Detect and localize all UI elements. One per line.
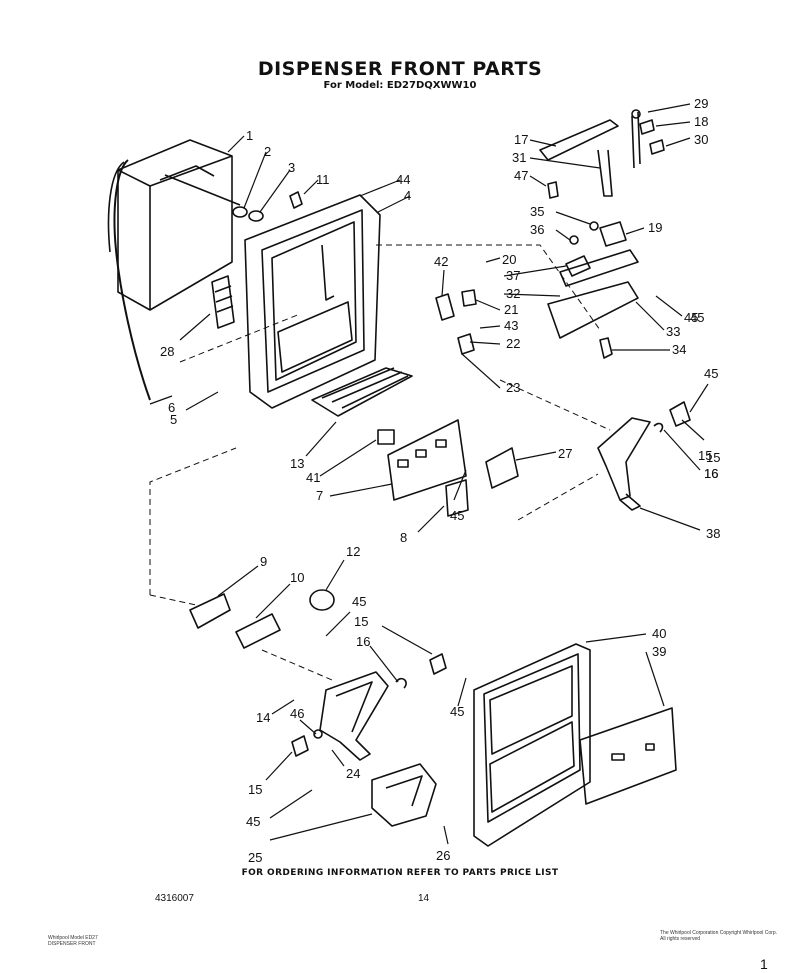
callout-5: 5 <box>170 412 177 427</box>
callout-45: 45 <box>684 310 698 325</box>
callout-4: 4 <box>404 188 411 203</box>
door-panel <box>473 643 591 847</box>
callout-34: 34 <box>672 342 686 357</box>
callout-37: 37 <box>506 268 520 283</box>
callout-21: 21 <box>504 302 518 317</box>
callout-45: 45 <box>246 814 260 829</box>
light-socket <box>309 589 335 611</box>
trim-plate <box>579 707 677 805</box>
callout-38: 38 <box>706 526 720 541</box>
callout-15: 15 <box>354 614 368 629</box>
callout-26: 26 <box>436 848 450 863</box>
callout-9: 9 <box>260 554 267 569</box>
callout-42: 42 <box>434 254 448 269</box>
callout-22: 22 <box>506 336 520 351</box>
callout-40: 40 <box>652 626 666 641</box>
callout-25: 25 <box>248 850 262 865</box>
callout-36: 36 <box>530 222 544 237</box>
callout-10: 10 <box>290 570 304 585</box>
light-lens <box>189 593 231 629</box>
callout-24: 24 <box>346 766 360 781</box>
fine-print-right: The Whirlpool Corporation Copyright Whir… <box>660 930 777 942</box>
callout-3: 3 <box>288 160 295 175</box>
page-number: 14 <box>418 893 430 904</box>
callout-2: 2 <box>264 144 271 159</box>
chute-grille <box>211 275 235 329</box>
callout-13: 13 <box>290 456 304 471</box>
callout-28: 28 <box>160 344 174 359</box>
fine-print-left: Whirlpool Model ED27 DISPENSER FRONT <box>48 935 98 947</box>
callout-18: 18 <box>694 114 708 129</box>
callout-14: 14 <box>256 710 270 725</box>
callout-32: 32 <box>506 286 520 301</box>
callout-15: 15 <box>248 782 262 797</box>
page-title: DISPENSER FRONT PARTS <box>257 58 543 80</box>
callout-45: 45 <box>704 366 718 381</box>
callout-45: 45 <box>450 508 464 523</box>
callout-31: 31 <box>512 150 526 165</box>
dispenser-frame <box>244 194 381 409</box>
small-label <box>377 429 395 445</box>
document-number: 4316007 <box>155 893 194 904</box>
dispenser-actuator <box>319 671 389 761</box>
callout-29: 29 <box>694 96 708 111</box>
callout-43: 43 <box>504 318 518 333</box>
callout-27: 27 <box>558 446 572 461</box>
callout-16: 16 <box>704 466 718 481</box>
drip-tray-grille <box>311 367 413 417</box>
callout-6: 6 <box>168 400 175 415</box>
callout-15: 15 <box>698 448 712 463</box>
auger-shaft <box>164 174 241 206</box>
callout-45: 45 <box>690 310 704 325</box>
ice-funnel <box>371 763 437 827</box>
control-panel <box>387 419 467 501</box>
mounting-bracket <box>235 613 281 649</box>
callout-30: 30 <box>694 132 708 147</box>
callout-39: 39 <box>652 644 666 659</box>
callout-45: 45 <box>352 594 366 609</box>
callout-33: 33 <box>666 324 680 339</box>
callout-41: 41 <box>306 470 320 485</box>
callout-23: 23 <box>506 380 520 395</box>
callout-35: 35 <box>530 204 544 219</box>
callout-11: 11 <box>316 172 330 187</box>
corner-mark: 1 <box>760 956 768 972</box>
callout-46: 46 <box>290 706 304 721</box>
callout-45: 45 <box>450 704 464 719</box>
callout-44: 44 <box>396 172 410 187</box>
callout-8: 8 <box>400 530 407 545</box>
callout-7: 7 <box>316 488 323 503</box>
callout-12: 12 <box>346 544 360 559</box>
ice-bucket <box>107 139 233 401</box>
callout-17: 17 <box>514 132 528 147</box>
upper-bracket-assembly <box>539 111 641 339</box>
callout-20: 20 <box>502 252 516 267</box>
ordering-footer: FOR ORDERING INFORMATION REFER TO PARTS … <box>241 868 559 878</box>
model-subtitle: For Model: ED27DQXWW10 <box>323 80 477 91</box>
callout-19: 19 <box>648 220 662 235</box>
callout-16: 16 <box>356 634 370 649</box>
callout-47: 47 <box>514 168 528 183</box>
callout-16: 16 <box>704 466 718 481</box>
callout-1: 1 <box>246 128 253 143</box>
callout-15: 15 <box>706 450 720 465</box>
right-actuator-lever <box>597 401 691 511</box>
